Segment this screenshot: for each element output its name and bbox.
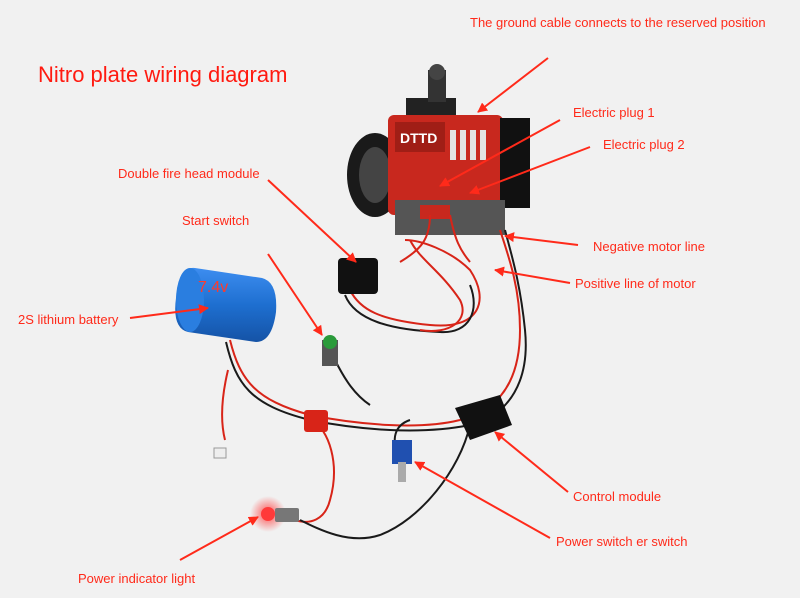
label-electric-plug-2: Electric plug 2	[603, 137, 685, 152]
label-control-module: Control module	[573, 489, 662, 504]
label-ground-cable: The ground cable connects to the reserve…	[470, 15, 766, 30]
label-battery: 2S lithium battery	[18, 312, 119, 327]
power-switch	[392, 440, 412, 482]
label-negative-motor-line: Negative motor line	[593, 239, 705, 254]
label-positive-motor-line: Positive line of motor	[575, 276, 696, 291]
battery-voltage: 7.4v	[198, 279, 228, 296]
label-start-switch: Start switch	[182, 213, 250, 228]
label-power-switch: Power switch er switch	[556, 534, 688, 549]
start-switch	[322, 335, 338, 366]
callout-arrows	[129, 57, 591, 561]
double-fire-module	[338, 258, 378, 294]
label-power-indicator: Power indicator light	[78, 571, 196, 586]
control-module	[455, 395, 512, 440]
diagram-title: Nitro plate wiring diagram	[38, 62, 288, 87]
power-indicator-light	[250, 496, 299, 532]
engine-logo: DTTD	[400, 130, 437, 146]
label-double-fire-module: Double fire head module	[118, 166, 260, 181]
battery: 7.4v	[175, 267, 277, 459]
label-electric-plug-1: Electric plug 1	[573, 105, 655, 120]
red-connector	[304, 410, 328, 432]
